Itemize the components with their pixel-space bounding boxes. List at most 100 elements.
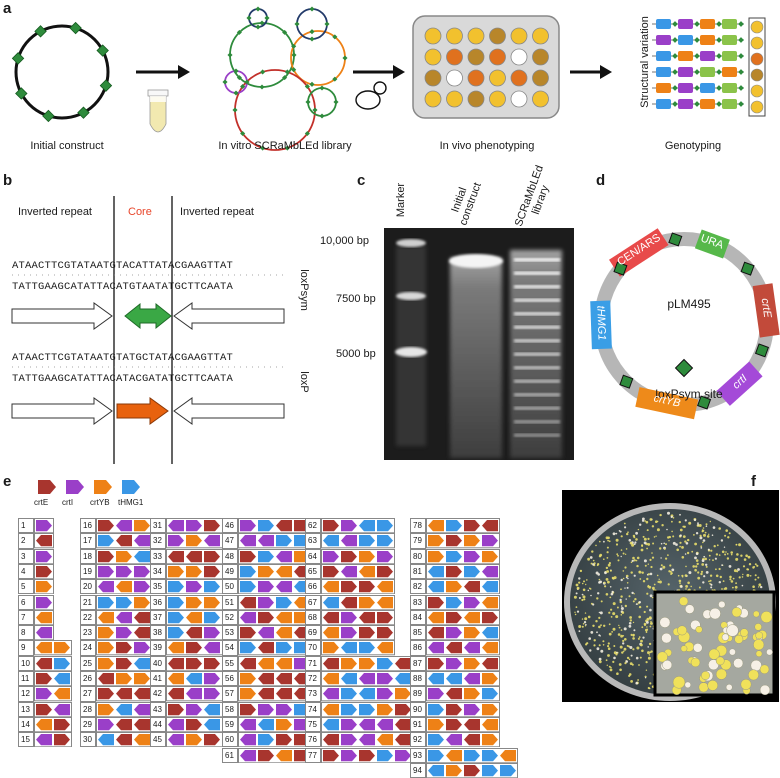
gene-arrow-icon [464,657,480,669]
gene-arrow-icon [116,627,132,639]
colony [702,541,704,544]
gene-arrow-icon [240,520,256,532]
colony [658,578,660,580]
colony [578,630,581,633]
colony [741,584,744,587]
colony [705,571,709,574]
construct-row [321,686,413,702]
construct-row [96,563,152,580]
colony [701,559,705,562]
construct-number: 56 [222,671,238,687]
gene-arrow-icon [377,550,393,562]
construct-number: 12 [18,686,34,702]
colony [730,580,734,583]
construct-number: 83 [410,594,426,610]
colony [631,559,634,562]
gene-arrow-icon [116,565,132,578]
colony [754,563,757,566]
panel-a-graphic [11,6,766,151]
gene-arrow-icon [168,596,184,608]
inset-colony [698,682,709,693]
colony [607,580,610,584]
colony [685,565,687,568]
library-band [514,258,560,262]
colony [587,615,591,619]
colony [637,528,640,531]
gene-arrow-icon [276,673,292,685]
gene-arrow-icon [377,627,393,639]
gene-arrow-icon [36,688,52,700]
construct-number: 89 [410,686,426,702]
construct-number: 19 [80,563,96,580]
gene-arrow-icon [482,627,498,639]
plate-well [446,48,463,66]
colony [603,558,605,560]
colony [712,559,714,562]
colony [605,536,609,540]
colony [631,591,634,595]
colony [666,528,668,531]
colony [684,540,687,543]
colony [591,550,594,553]
colony [685,588,687,590]
colony [618,626,621,629]
plate-well [424,69,442,87]
colony [737,568,740,571]
construct-number: 11 [18,671,34,687]
colony [620,607,624,610]
construct-row [321,716,413,733]
gene-arrow-icon [359,688,375,700]
colony [724,553,727,556]
gene-arrow-icon [98,627,114,639]
plate-well [446,90,463,108]
gene-arrow-icon [323,688,339,700]
gene-arrow-icon [446,581,462,593]
tube-icon [147,89,169,133]
gene-arrow-icon [359,642,375,654]
construct-row [96,518,152,534]
gene-arrow-icon [482,657,498,669]
colony [622,650,625,653]
construct-number: 74 [305,701,321,717]
construct-number: 30 [80,732,96,748]
construct-row [96,701,152,717]
colony [622,577,625,580]
colony [682,525,685,528]
colony [634,598,637,601]
colony [605,578,609,581]
gene-arrow-icon [134,565,150,578]
gene-arrow-icon [323,642,339,654]
colony [638,605,642,609]
colony [629,616,632,619]
colony [638,615,641,619]
gene-arrow-icon [464,581,480,593]
colony [633,543,636,546]
colony [582,623,585,625]
gene-arrow-icon [341,703,357,715]
gene-arrow-icon [482,703,498,715]
inset-colony [748,669,759,681]
loxpsym-bottom-strand: TATTGAAGCATATTACATGTAATATGCTTCAATA [12,281,234,293]
lane-label-library: SCRaMbLEd library [512,163,552,229]
colony [618,624,620,627]
gene-arrow-icon [464,520,480,532]
colony [605,566,609,570]
loxpsym-site-icon [69,21,82,35]
construct-number: 45 [150,732,166,748]
gene-arrow-icon [116,611,132,624]
colony [610,616,613,618]
colony [643,559,647,563]
gene-arrow-icon [98,565,114,578]
colony [679,545,681,548]
colony [693,518,697,522]
plate-well [532,48,549,66]
loxpsym-site-icon [99,79,113,92]
inset-colony [759,664,770,675]
gene-arrow-icon [186,535,202,547]
colony [706,535,710,538]
gene-arrow-icon [116,596,132,608]
colony [688,571,692,575]
colony [643,541,647,545]
initial-construct-band [449,254,503,268]
colony [626,656,630,660]
